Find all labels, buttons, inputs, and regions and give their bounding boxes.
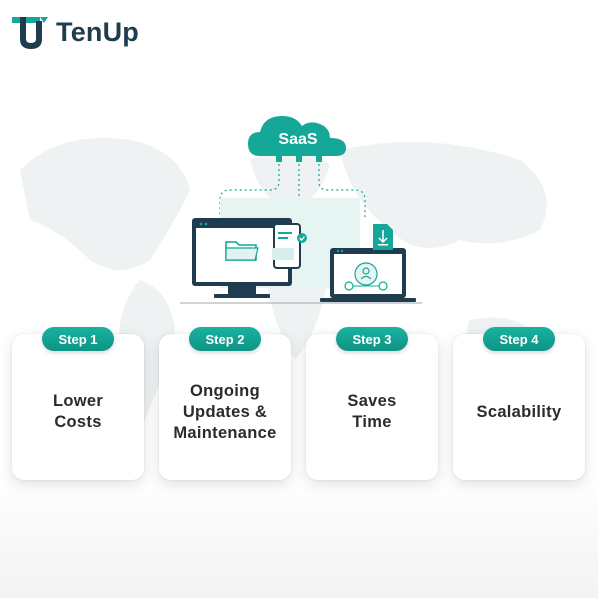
step-badge: Step 3 <box>336 327 408 351</box>
step-card-4: Step 4 Scalability <box>453 327 585 480</box>
phone-icon <box>272 223 301 269</box>
tenup-logo-icon <box>12 17 48 49</box>
step-badge: Step 4 <box>483 327 555 351</box>
brand-logo: TenUp <box>10 10 139 54</box>
step-label: Saves Time <box>347 392 397 431</box>
checkmark-icon <box>297 233 307 243</box>
step-label: Ongoing Updates & Maintenance <box>173 381 277 442</box>
step-label: Scalability <box>476 402 562 421</box>
step-badge: Step 2 <box>189 327 261 351</box>
step-badge: Step 1 <box>42 327 114 351</box>
step-label: Lower Costs <box>52 392 104 431</box>
download-file-icon <box>373 224 393 250</box>
step-card-2: Step 2 Ongoing Updates & Maintenance <box>159 327 291 480</box>
cloud-icon <box>248 116 346 156</box>
bottom-fade <box>0 470 598 598</box>
folder-icon <box>225 241 259 261</box>
user-network-icon <box>344 262 388 291</box>
steps-section: Step 1 Lower Costs Step 2 Ongoing Update… <box>10 327 588 488</box>
step-card-1: Step 1 Lower Costs <box>12 327 144 480</box>
saas-illustration: SaaS <box>180 116 422 304</box>
step-card-3: Step 3 Saves Time <box>306 327 438 480</box>
brand-name: TenUp <box>56 16 139 47</box>
cloud-label: SaaS <box>278 131 317 148</box>
